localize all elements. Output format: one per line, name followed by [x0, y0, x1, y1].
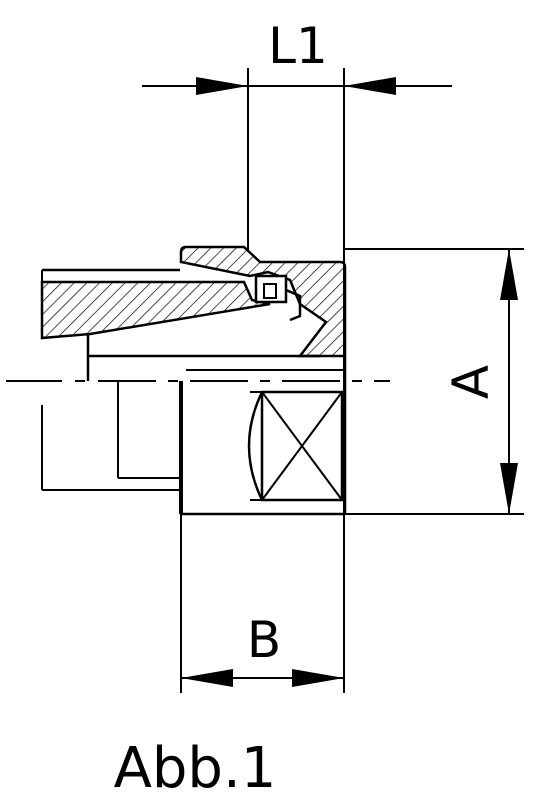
- hex-flat: [260, 390, 344, 502]
- arrow-head: [344, 77, 396, 95]
- dimension-b: [180, 510, 345, 693]
- dimension-label-l1: L1: [268, 17, 328, 75]
- dimension-a: [344, 248, 524, 515]
- arrow-head: [292, 669, 344, 687]
- arrow-head: [500, 249, 518, 300]
- arrow-head: [181, 669, 233, 687]
- dimension-label-b: B: [247, 611, 281, 669]
- fitting-body: [179, 245, 347, 516]
- figure-caption: Abb.1: [114, 736, 277, 800]
- arrow-head: [500, 463, 518, 514]
- dimension-label-a: A: [442, 365, 500, 399]
- tube-wall-section: [40, 280, 271, 340]
- arrow-head: [196, 77, 248, 95]
- tube: [40, 268, 320, 491]
- nut-section: [179, 245, 347, 358]
